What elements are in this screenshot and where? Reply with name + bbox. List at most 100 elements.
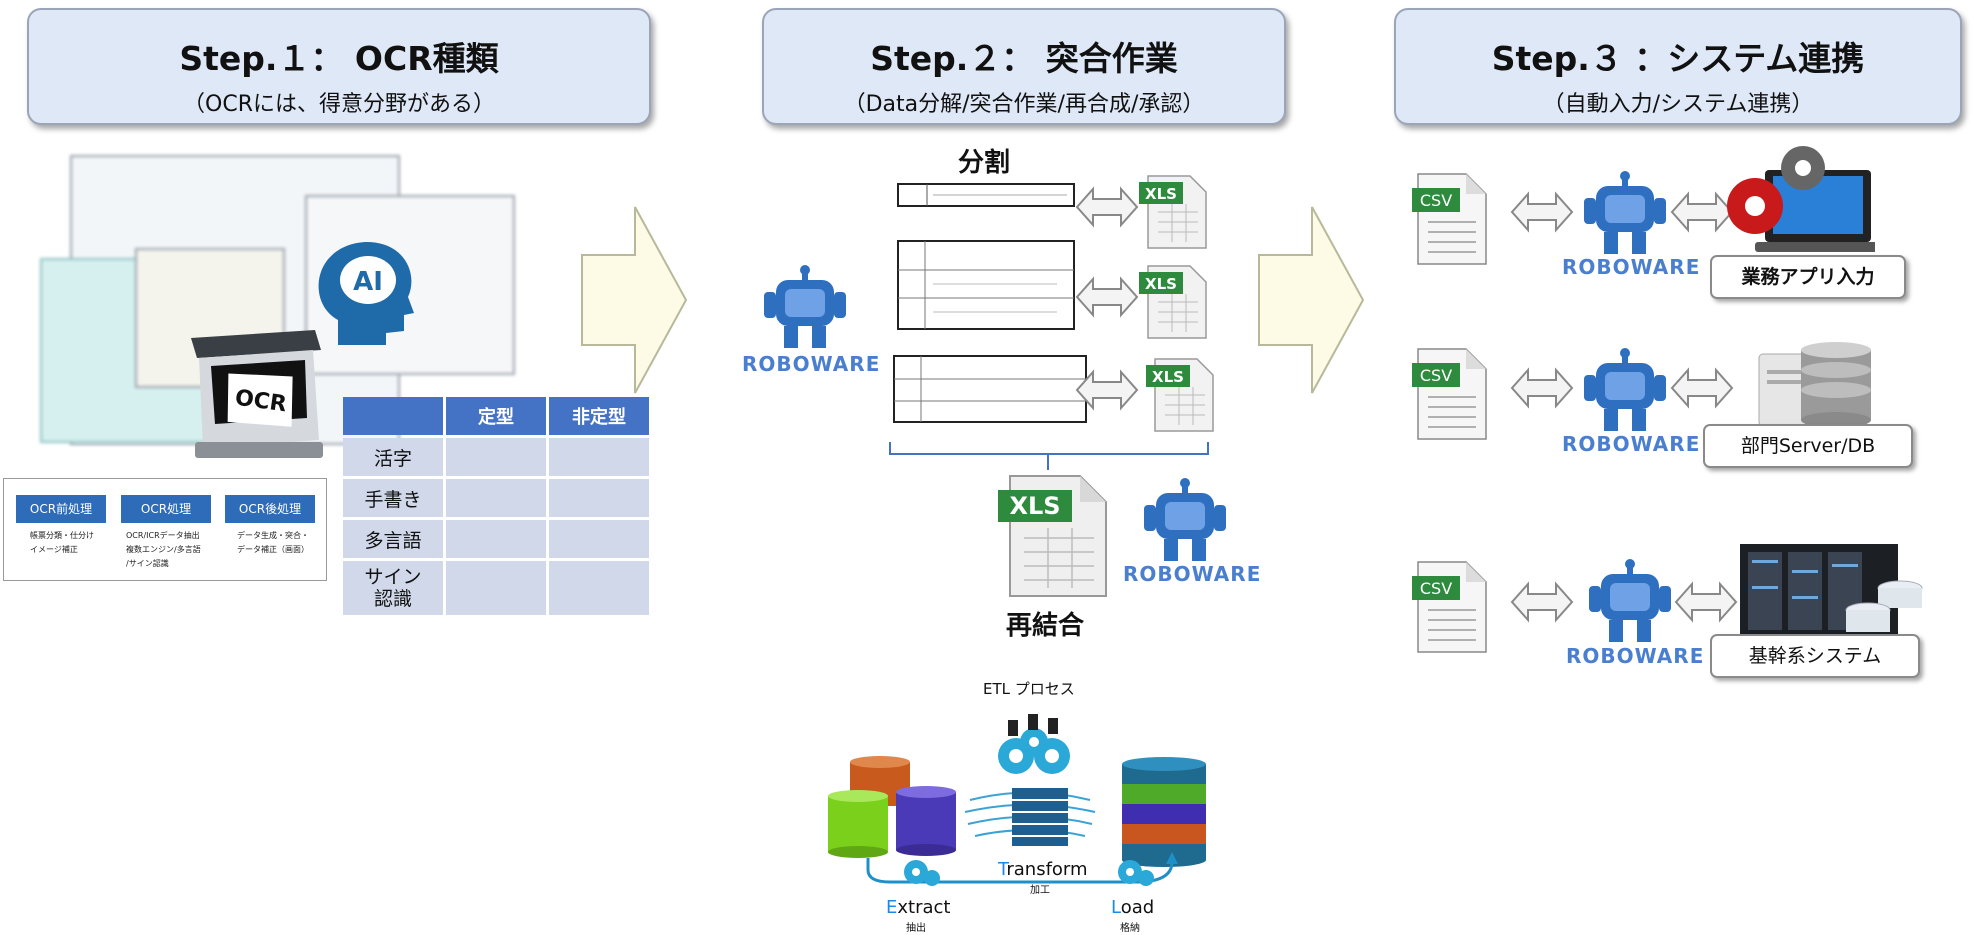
double-arrow-icon <box>1075 186 1139 228</box>
flow-arrow-1 <box>581 206 688 394</box>
csv-file-icon: CSV <box>1412 173 1487 265</box>
table-cell <box>549 479 649 517</box>
step1-header: Step.１： OCR種類 （OCRには、得意分野がある） <box>27 8 651 125</box>
xls-file-icon: XLS <box>1139 265 1207 339</box>
split-bracket <box>889 442 1209 470</box>
etl-transform-rest: ransform <box>1006 859 1088 880</box>
table-row-label: サイン 認識 <box>343 561 443 615</box>
step1-subtitle: （OCRには、得意分野がある） <box>183 92 495 117</box>
scanner-icon: OCR <box>191 330 323 458</box>
double-arrow-icon <box>1674 581 1738 623</box>
table-cell <box>446 479 546 517</box>
table-cell <box>549 561 649 615</box>
table-row-label: 手書き <box>343 479 443 517</box>
xls-file-icon: XLS <box>1139 175 1207 249</box>
csv-label: CSV <box>1420 191 1452 210</box>
target-core-system: 基幹系システム <box>1710 634 1920 678</box>
table-row-label: 多言語 <box>343 520 443 558</box>
double-arrow-icon <box>1510 581 1574 623</box>
table-header-cell: 非定型 <box>549 397 649 435</box>
ocr-postprocess-note: データ生成・突合・ データ補正（画面） <box>237 531 309 554</box>
server-db-icon <box>1758 342 1871 428</box>
step3-subtitle: （自動入力/システム連携） <box>1542 92 1814 117</box>
etl-load-label: Load <box>1111 897 1154 918</box>
xls-label: XLS <box>1145 185 1177 203</box>
table-row-label: 活字 <box>343 438 443 476</box>
ocr-type-table: 定型 非定型 活字 手書き 多言語 サイン 認識 <box>340 394 652 618</box>
roboware-logo: ROBOWARE <box>742 352 881 376</box>
robot-icon <box>1589 559 1671 642</box>
step3-header: Step.３ ：システム連携 （自動入力/システム連携） <box>1394 8 1962 125</box>
etl-extract-sub: 抽出 <box>906 923 926 934</box>
etl-load-sub: 格納 <box>1120 923 1140 934</box>
form-fragment-2 <box>897 240 1075 330</box>
table-cell <box>446 520 546 558</box>
xls-label: XLS <box>1152 368 1184 386</box>
roboware-logo: ROBOWARE <box>1562 255 1701 279</box>
ocr-preprocess-button: OCR前処理 <box>16 495 106 523</box>
double-arrow-icon <box>1075 369 1139 411</box>
form-fragment-3 <box>893 355 1087 423</box>
etl-extract-initial: E <box>886 897 898 918</box>
ai-head-icon: AI <box>318 242 414 345</box>
etl-extract-rest: xtract <box>897 897 951 918</box>
core-system-server-icon <box>1740 544 1923 638</box>
xls-file-icon: XLS <box>1146 358 1214 432</box>
form-fragment-1 <box>897 183 1075 207</box>
table-header-row: 定型 非定型 <box>343 397 649 435</box>
ocr-process-panel: OCR前処理 OCR処理 OCR後処理 帳票分類・仕分け イメージ補正 OCR/… <box>3 478 327 581</box>
table-cell <box>549 438 649 476</box>
table-row: サイン 認識 <box>343 561 649 615</box>
table-cell <box>446 561 546 615</box>
table-header-cell <box>343 397 443 435</box>
flow-arrow-2 <box>1258 206 1365 394</box>
etl-process-diagram <box>828 714 1206 886</box>
table-row: 手書き <box>343 479 649 517</box>
csv-file-icon: CSV <box>1412 561 1487 653</box>
step1-title: Step.１： OCR種類 <box>179 39 499 78</box>
ai-label: AI <box>353 267 383 297</box>
robot-icon <box>1584 348 1666 431</box>
etl-load-initial: L <box>1111 897 1121 918</box>
etl-transform-initial: T <box>998 859 1007 880</box>
split-label: 分割 <box>958 148 1011 178</box>
xls-label: XLS <box>1009 492 1060 520</box>
step2-subtitle: （Data分解/突合作業/再合成/承認） <box>843 92 1205 117</box>
roboware-logo: ROBOWARE <box>1566 644 1705 668</box>
recombine-label: 再結合 <box>1006 611 1085 641</box>
step2-title: Step.２： 突合作業 <box>870 39 1178 78</box>
etl-transform-sub: 加工 <box>1030 885 1050 896</box>
roboware-logo: ROBOWARE <box>1123 562 1262 586</box>
robot-icon <box>764 265 846 348</box>
table-cell <box>446 438 546 476</box>
robot-icon <box>1584 171 1666 254</box>
monitor-gears-icon <box>1727 146 1875 252</box>
double-arrow-icon <box>1075 276 1139 318</box>
target-business-app: 業務アプリ入力 <box>1710 255 1906 299</box>
recombined-xls-icon: XLS <box>998 475 1107 597</box>
step2-header: Step.２： 突合作業 （Data分解/突合作業/再合成/承認） <box>762 8 1286 125</box>
etl-transform-label: Transform <box>998 859 1088 880</box>
ocr-preprocess-note: 帳票分類・仕分け イメージ補正 <box>30 531 94 554</box>
table-row: 活字 <box>343 438 649 476</box>
ocr-process-note: OCR/ICRデータ抽出 複数エンジン/多言語 /サイン認識 <box>126 531 201 568</box>
double-arrow-icon <box>1510 367 1574 409</box>
roboware-logo: ROBOWARE <box>1562 432 1701 456</box>
etl-title: ETL プロセス <box>983 680 1075 698</box>
target-department-server: 部門Server/DB <box>1703 424 1913 468</box>
xls-label: XLS <box>1145 275 1177 293</box>
table-cell <box>549 520 649 558</box>
csv-label: CSV <box>1420 366 1452 385</box>
ocr-process-button: OCR処理 <box>121 495 211 523</box>
table-header-cell: 定型 <box>446 397 546 435</box>
double-arrow-icon <box>1670 367 1734 409</box>
ocr-postprocess-button: OCR後処理 <box>225 495 315 523</box>
double-arrow-icon <box>1510 191 1574 233</box>
csv-file-icon: CSV <box>1412 348 1487 440</box>
csv-label: CSV <box>1420 579 1452 598</box>
etl-extract-label: Extract <box>886 897 950 918</box>
etl-load-rest: oad <box>1120 897 1155 918</box>
table-row: 多言語 <box>343 520 649 558</box>
robot-icon <box>1144 478 1226 561</box>
step3-title: Step.３ ：システム連携 <box>1491 39 1865 78</box>
